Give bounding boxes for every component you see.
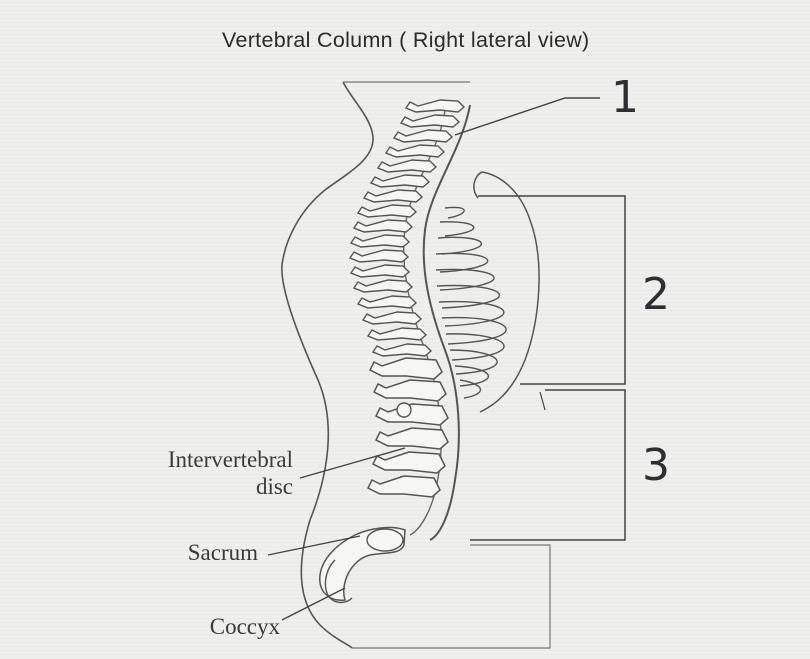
rib-cage [436,207,506,398]
bracket-region-3-top [540,392,545,410]
bracket-region-2 [478,196,625,384]
bracket-region-3 [470,390,625,540]
label-coccyx: Coccyx [120,614,280,640]
chest-outline [474,172,539,412]
diagram-title: Vertebral Column ( Right lateral view) [222,28,589,53]
vertebrae-stack [350,100,464,497]
leader-region-1 [455,98,600,135]
sacrum-disc [367,529,403,551]
label-sacrum: Sacrum [100,540,258,566]
leader-coccyx [282,588,345,620]
region-number-3: 3 [642,444,670,488]
disc-circle [397,403,411,417]
label-intervertebral: Intervertebral [55,447,293,473]
pelvis-outline [352,545,550,648]
label-disc: disc [55,474,293,500]
region-number-2: 2 [642,273,670,317]
region-number-1: 1 [611,76,639,120]
